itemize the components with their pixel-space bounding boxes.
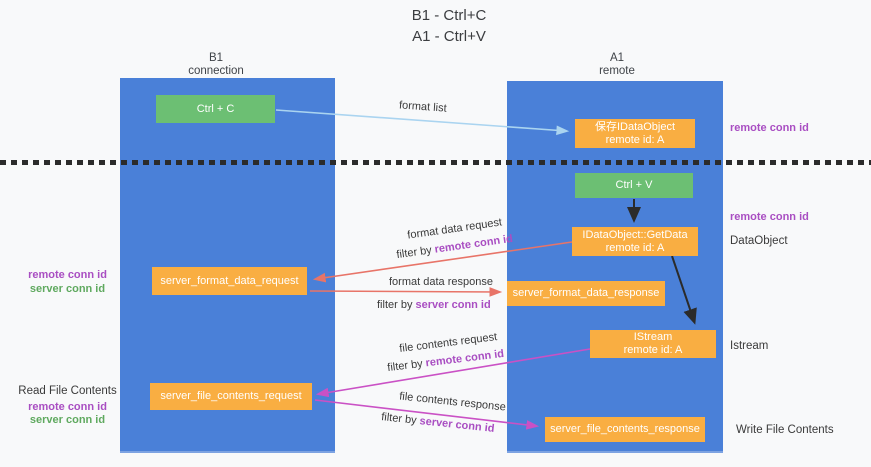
format-response-filter-label: filter by server conn id <box>377 299 491 311</box>
remote-conn-id-annotation-top: remote conn id <box>730 122 809 134</box>
server-file-contents-response-box: server_file_contents_response <box>545 417 705 442</box>
server-conn-id-annotation: server conn id <box>29 414 106 426</box>
idataobject-getdata-box: IDataObject::GetData remote id: A <box>572 227 698 256</box>
left-conn-id-group: remote conn id server conn id <box>15 269 120 296</box>
remote-conn-id-annotation: remote conn id <box>28 400 107 413</box>
format-data-response-label: format data response <box>389 276 493 288</box>
read-file-contents-annotation: Read File Contents <box>18 385 117 397</box>
server-conn-id-text: server conn id <box>418 415 496 435</box>
ctrl-c-box: Ctrl + C <box>156 95 275 123</box>
filter-by-text: filter by <box>395 243 436 262</box>
file-response-filter-label: filter by server conn id <box>381 411 495 435</box>
server-format-data-request-box: server_format_data_request <box>152 267 307 295</box>
remote-conn-id-annotation-mid: remote conn id <box>730 211 809 223</box>
filter-by-text: filter by <box>386 357 427 375</box>
save-idataobject-box: 保存IDataObject remote id: A <box>575 119 695 148</box>
file-contents-response-label: file contents response <box>398 390 507 414</box>
ctrl-c-label: Ctrl + C <box>196 102 235 115</box>
dataobject-annotation: DataObject <box>730 235 788 247</box>
format-response-arrow <box>309 287 503 297</box>
format-request-label: server_format_data_request <box>160 274 299 287</box>
server-conn-id-annotation: server conn id <box>29 282 106 295</box>
istream-box: IStream remote id: A <box>590 330 716 358</box>
istream-line1: IStream <box>633 331 673 343</box>
title-line-1: B1 - Ctrl+C <box>411 7 487 24</box>
remote-conn-id-text: remote conn id <box>424 347 505 370</box>
server-conn-id-text: server conn id <box>415 299 491 311</box>
istream-line2: remote id: A <box>623 344 683 356</box>
column-header-b1: B1 connection <box>150 52 282 78</box>
file-request-label: server_file_contents_request <box>160 390 302 402</box>
filter-by-text: filter by <box>377 299 416 311</box>
filter-by-text: filter by <box>380 411 421 428</box>
ctrl-v-box: Ctrl + V <box>575 173 693 198</box>
getdata-line1: IDataObject::GetData <box>582 228 688 241</box>
column-a1-name: A1 <box>609 52 625 64</box>
getdata-line2: remote id: A <box>605 241 665 254</box>
column-header-a1: A1 remote <box>551 52 683 78</box>
format-list-label: format list <box>398 99 448 115</box>
write-file-contents-annotation: Write File Contents <box>736 424 834 436</box>
remote-conn-id-annotation: remote conn id <box>28 269 107 281</box>
istream-annotation: Istream <box>730 340 769 352</box>
column-b1-role: connection <box>188 65 244 77</box>
save-idataobject-line1: 保存IDataObject <box>594 120 676 133</box>
diagram-title: B1 - Ctrl+C A1 - Ctrl+V <box>364 5 534 47</box>
column-b1-name: B1 <box>208 52 224 64</box>
server-file-contents-request-box: server_file_contents_request <box>150 383 312 410</box>
server-format-data-response-box: server_format_data_response <box>507 281 665 306</box>
format-response-label: server_format_data_response <box>512 287 660 299</box>
file-response-label: server_file_contents_response <box>550 423 700 435</box>
session-separator-dashed-line <box>0 160 871 165</box>
remote-conn-id-text: remote conn id <box>433 232 514 256</box>
column-a1-role: remote <box>599 65 635 77</box>
save-idataobject-line2: remote id: A <box>605 133 665 146</box>
ctrl-v-label: Ctrl + V <box>615 179 653 191</box>
read-file-contents-group: Read File Contents remote conn id server… <box>15 385 120 428</box>
title-line-2: A1 - Ctrl+V <box>412 28 486 45</box>
